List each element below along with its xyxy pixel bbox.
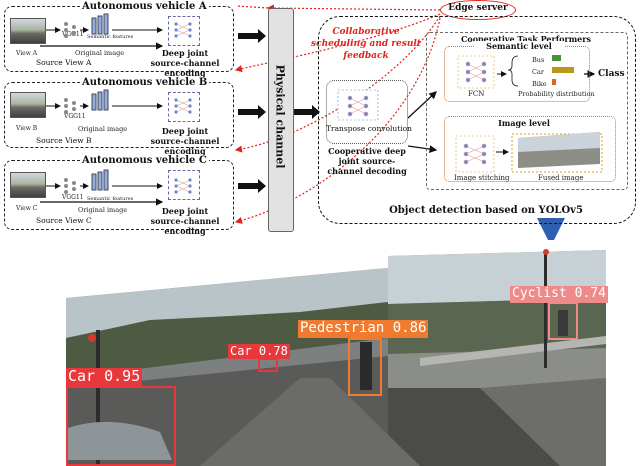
encoding-b-label: Deep joint source-channel encoding xyxy=(150,126,220,156)
vehicle-b-title: Autonomous vehicle B xyxy=(80,77,210,88)
car-label-large: Car 0.95 xyxy=(66,367,143,387)
view-b-thumbnail xyxy=(10,92,46,118)
bike-label: Bike xyxy=(532,80,547,88)
fused-image-thumbnail xyxy=(511,132,603,173)
view-c-thumbnail xyxy=(10,172,46,198)
uplink-arrows xyxy=(238,29,320,193)
class-label: Class xyxy=(598,69,625,79)
pedestrian-label: Pedestrian 0.86 xyxy=(298,320,429,338)
pedestrian-box xyxy=(348,338,382,396)
object-detection-label: Object detection based on YOLOv5 xyxy=(389,205,583,216)
semantic-a-label: Semantic features xyxy=(87,34,134,40)
vehicle-c-title: Autonomous vehicle C xyxy=(80,155,209,166)
performers-box xyxy=(426,32,628,190)
performers-title: Cooperative Task Performers xyxy=(461,34,591,44)
image-level-box xyxy=(444,116,616,182)
view-a-thumbnail xyxy=(10,18,46,44)
prob-dist-label: Probability distribution xyxy=(518,90,595,98)
source-a-label: Source View A xyxy=(36,58,92,67)
view-c-label: View C xyxy=(16,205,38,212)
transpose-label: Transpose convolution xyxy=(326,124,413,133)
view-b-label: View B xyxy=(16,125,38,132)
car-box-small xyxy=(258,358,278,372)
feedback-label: Collaborative scheduling and result feed… xyxy=(311,27,421,61)
orig-a-label: Original image xyxy=(75,49,125,57)
car-label-small: Car 0.78 xyxy=(228,344,290,359)
semantic-level-label: Semantic level xyxy=(474,41,564,51)
decoder-box xyxy=(326,80,408,144)
source-c-label: Source View C xyxy=(36,216,92,225)
transpose-conv-icon xyxy=(337,89,379,121)
view-a-label: View A xyxy=(16,50,38,57)
cyclist-label: Cyclist 0.74 xyxy=(510,286,608,303)
image-stitching-label: Image stitching xyxy=(454,174,510,182)
decoding-label: Cooperative deep joint source-channel de… xyxy=(327,146,407,176)
physical-channel-bar xyxy=(268,8,294,232)
edge-server-label: Edge server xyxy=(448,3,508,13)
fcn-icon xyxy=(457,55,495,89)
vgg-b-label: VGG11 xyxy=(64,113,86,120)
fused-image-label: Fused image xyxy=(538,174,584,182)
bus-label: Bus xyxy=(532,56,545,64)
server-box xyxy=(318,16,636,224)
encoding-c-label: Deep joint source-channel encoding xyxy=(150,206,220,236)
cyclist-box xyxy=(548,302,578,340)
edge-server-ellipse xyxy=(440,0,516,20)
car-box-large xyxy=(66,386,176,466)
vgg-c-label: VGG11 xyxy=(62,194,84,201)
orig-b-label: Original image xyxy=(78,125,128,133)
car-bar xyxy=(552,67,574,73)
car-label: Car xyxy=(532,68,544,76)
encoding-a-label: Deep joint source-channel encoding xyxy=(150,48,220,78)
network-b-icon xyxy=(46,89,192,114)
bus-bar xyxy=(552,55,561,61)
decoder-arrows xyxy=(407,70,596,155)
vehicle-a-title: Autonomous vehicle A xyxy=(80,1,209,12)
encoder-a-box xyxy=(168,16,200,46)
vehicle-glyphs xyxy=(40,4,603,240)
source-b-label: Source View B xyxy=(36,136,92,145)
orig-c-label: Original image xyxy=(78,206,128,214)
image-level-label: Image level xyxy=(498,118,550,128)
fcn-label: FCN xyxy=(468,90,485,98)
physical-channel-label: Physical channel xyxy=(273,64,287,169)
bike-bar xyxy=(552,79,556,85)
network-c-icon xyxy=(40,169,192,206)
fused-detection-image xyxy=(66,249,606,466)
encoder-b-box xyxy=(168,92,200,122)
network-a-icon xyxy=(40,13,192,50)
semantic-c-label: Semantic features xyxy=(87,196,134,202)
stitching-icon xyxy=(455,135,495,173)
encoder-c-box xyxy=(168,170,200,200)
